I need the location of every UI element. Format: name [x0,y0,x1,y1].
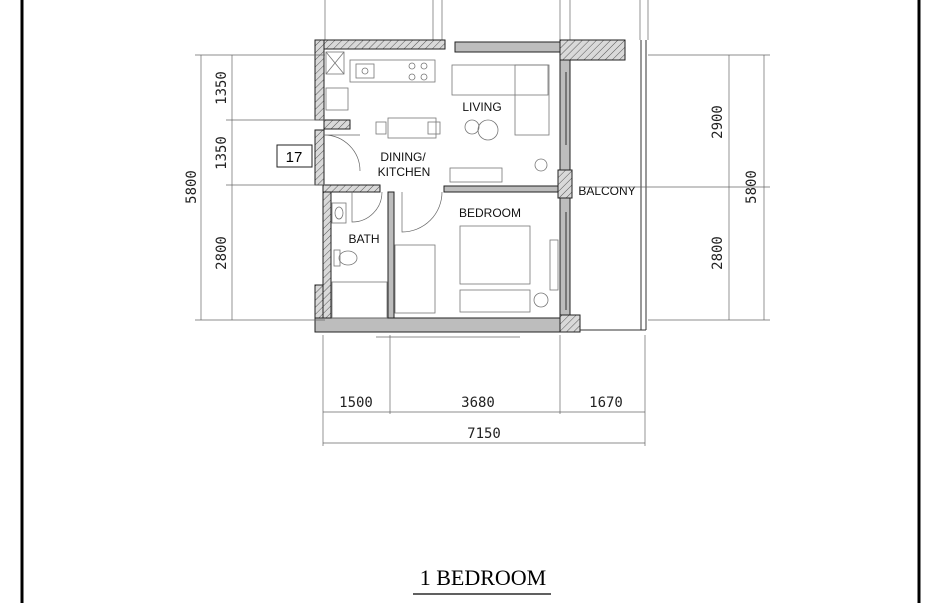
kitchen-fixtures [325,51,436,111]
unit-number-box [276,144,313,168]
dim-bottom-1: 1500 [339,395,373,411]
dim-bottom-total: 7150 [467,426,501,442]
dim-right-2: 2800 [710,236,726,270]
room-label-bath: BATH [348,232,379,246]
unit-number: 17 [286,149,303,166]
room-label-dining: DINING/ [380,150,426,164]
windows [376,72,567,338]
room-label-kitchen: KITCHEN [378,165,431,179]
dim-right-1: 2900 [710,105,726,139]
dim-right-total: 5800 [744,170,760,204]
right-dimension-lines [580,54,770,321]
walls [314,39,647,333]
top-continuation [324,0,649,40]
dim-bottom-3: 1670 [589,395,623,411]
dim-bottom-2: 3680 [461,395,495,411]
dim-left-1: 1350 [214,71,230,105]
doors [323,134,443,233]
room-label-bedroom: BEDROOM [459,206,521,220]
dim-left-3: 2800 [214,236,230,270]
left-dimension-lines [195,54,325,321]
page-frame [20,0,921,603]
plan-title: 1 BEDROOM [420,565,547,590]
bottom-dimension-lines [322,335,646,446]
room-label-balcony: BALCONY [578,184,635,198]
dim-left-total: 5800 [184,170,200,204]
bath-fixtures [331,202,388,319]
room-label-living: LIVING [462,100,501,114]
bedroom-furniture [394,225,559,314]
dim-left-2: 1350 [214,136,230,170]
living-furniture [375,64,550,183]
